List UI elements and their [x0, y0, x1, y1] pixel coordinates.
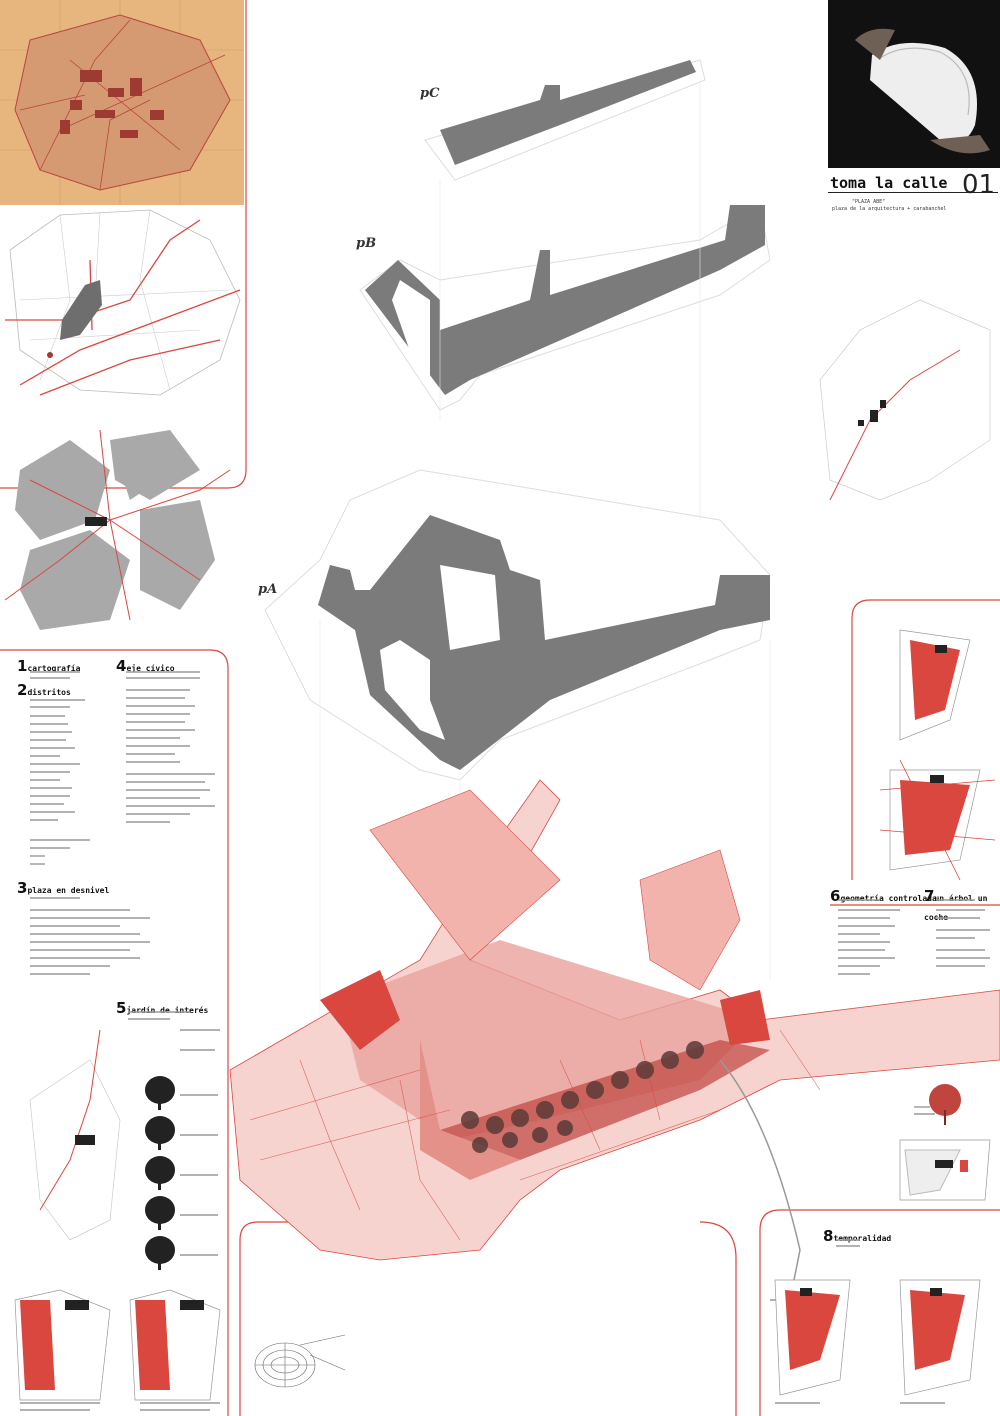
historical-map	[0, 0, 244, 205]
section-3-number: 3	[17, 879, 28, 897]
district-map	[5, 209, 241, 396]
section-8-title: temporalidad	[833, 1234, 892, 1243]
section-6-heading: 6geometría controlada	[830, 886, 937, 905]
frame-line-bottom-center-right	[699, 1221, 737, 1416]
section-2-heading: 2distritos	[17, 680, 71, 699]
red-tree-graphic	[929, 1084, 961, 1116]
section-2-title: distritos	[27, 688, 71, 697]
tree-canopy-row	[461, 1041, 704, 1153]
section-8-number: 8	[823, 1227, 834, 1245]
section-4-heading: 4eje cívico	[116, 656, 175, 675]
plan-pa	[264, 469, 771, 781]
plan-pb	[359, 204, 771, 411]
section-5-heading: 5jardín de interés	[116, 998, 208, 1017]
section-1-heading: 1cartografía	[17, 656, 80, 675]
geometry-diagrams	[879, 629, 996, 881]
frame-line-right-lower	[759, 1209, 1000, 1416]
sun-path-diagram	[254, 1334, 346, 1388]
temporality-diagrams	[774, 1279, 981, 1396]
section-5-number: 5	[116, 999, 127, 1017]
frame-line-top-left	[0, 0, 247, 489]
bottom-left-plans	[14, 1289, 221, 1401]
plan-pc	[424, 59, 706, 181]
sheet-number: 01	[962, 170, 996, 200]
section-7-number: 7	[924, 887, 935, 905]
subtitle-1: "PLAZA ABE"	[852, 199, 886, 205]
section-1-title: cartografía	[27, 664, 81, 673]
plan-c-label: pC	[420, 86, 440, 101]
section-4-number: 4	[116, 657, 127, 675]
section-6-number: 6	[830, 887, 841, 905]
frame-line-left-column	[0, 649, 229, 1210]
block-map	[4, 429, 231, 630]
section-4-title: eje cívico	[126, 664, 175, 673]
section-8-heading: 8temporalidad	[823, 1226, 891, 1245]
section-7-title: un árbol un coche	[924, 894, 988, 922]
section-3-title: plaza en desnivel	[27, 886, 110, 895]
poster-title: toma la calle	[830, 174, 948, 192]
tree-car-diagram	[899, 1139, 991, 1201]
frame-line-right-upper	[851, 599, 1000, 880]
plan-a-label: pA	[258, 582, 278, 597]
site-axonometric	[229, 779, 1000, 1301]
section-7-heading: 7un árbol un coche	[924, 886, 1000, 924]
section-5-title: jardín de interés	[126, 1006, 209, 1015]
plan-b-label: pB	[356, 236, 377, 251]
location-map-right	[819, 299, 991, 501]
subtitle-2: plaza de la arquitectura + carabanchel	[832, 206, 947, 212]
title-rule	[828, 192, 998, 193]
section-3-heading: 3plaza en desnivel	[17, 878, 109, 897]
section-2-number: 2	[17, 681, 28, 699]
model-photo	[828, 0, 1000, 168]
frame-line-bottom-center	[239, 1221, 500, 1416]
tree-species-icons	[145, 1076, 175, 1270]
section-6-title: geometría controlada	[840, 894, 937, 903]
garden-location-map	[29, 1029, 121, 1241]
section-1-number: 1	[17, 657, 28, 675]
